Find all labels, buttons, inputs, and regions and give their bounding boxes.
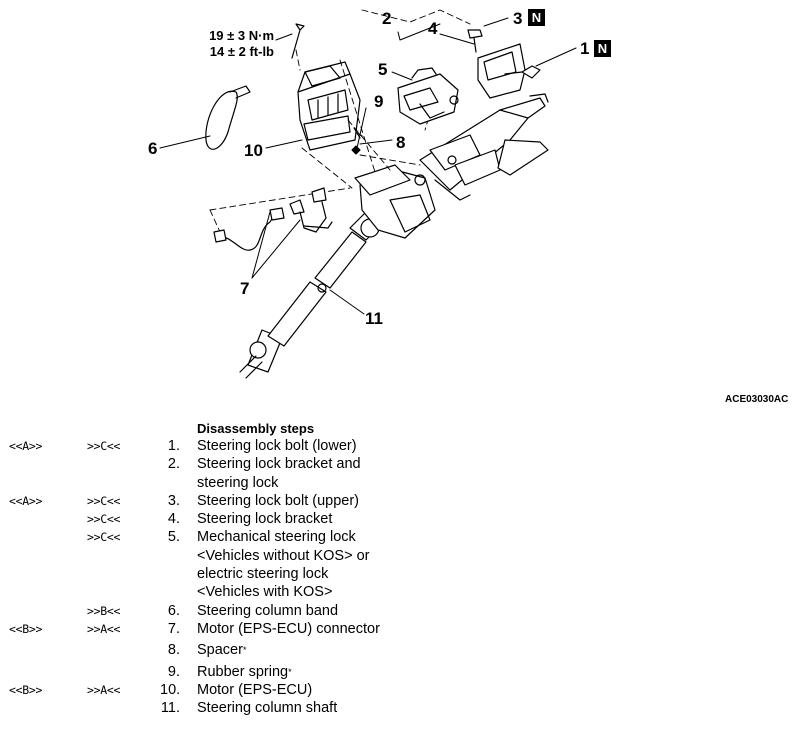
step-row: 2. Steering lock bracket and steering lo… — [0, 455, 801, 492]
callout-6: 6 — [148, 139, 158, 158]
step-number: 9. — [167, 663, 180, 680]
step-number: 4. — [167, 511, 180, 528]
step-name: Steering lock bracket — [197, 511, 333, 528]
step-number: 2. — [167, 456, 180, 473]
step-name: Steering column band — [197, 602, 339, 619]
step-removal-note: <<A>> — [9, 439, 43, 453]
n-badge-1: N — [594, 40, 611, 57]
motor-eps-ecu — [291, 23, 361, 151]
callout-9: 9 — [374, 92, 384, 111]
step-row: <<B>> >>A<< 7. Motor (EPS-ECU) connector — [0, 620, 801, 638]
step-name-text: Rubber spring — [197, 663, 289, 680]
step-number: 10. — [160, 681, 181, 698]
callout-8: 8 — [396, 133, 406, 152]
step-name: Mechanical steering lock <Vehicles witho… — [197, 529, 370, 601]
step-removal-note: <<B>> — [9, 621, 43, 636]
step-name: Motor (EPS-ECU) connector — [197, 620, 380, 637]
step-name: Motor (EPS-ECU) — [197, 681, 313, 698]
step-removal-note: <<B>> — [9, 682, 43, 697]
step-name: Rubber spring* — [197, 663, 427, 681]
step-number: 11. — [160, 700, 180, 717]
step-number: 1. — [167, 438, 180, 454]
torque-imperial: 14 ± 2 ft-lb — [209, 44, 274, 59]
step-row: <<A>> >>C<< 1. Steering lock bolt (lower… — [0, 437, 801, 455]
step-number: 8. — [167, 642, 180, 659]
step-row: <<B>> >>A<< 10. Motor (EPS-ECU) — [0, 681, 801, 699]
step-row: 9. Rubber spring* — [0, 663, 801, 681]
step-name: Steering column shaft — [197, 700, 338, 717]
n-badge-3: N — [528, 9, 545, 26]
steering-lock-bolts — [467, 29, 541, 79]
step-install-note: >>A<< — [87, 621, 121, 636]
step-row: 11. Steering column shaft — [0, 699, 801, 717]
step-name: Steering lock bracket and steering lock — [197, 456, 361, 491]
step-removal-note: <<A>> — [9, 493, 43, 508]
callout-1: 1 — [580, 39, 590, 58]
torque-metric: 19 ± 3 N·m — [209, 28, 274, 43]
step-number: 5. — [167, 529, 180, 546]
step-row: <<A>> >>C<< 3. Steering lock bolt (upper… — [0, 492, 801, 510]
step-row: >>B<< 6. Steering column band — [0, 602, 801, 620]
steps-title: Disassembly steps — [197, 421, 315, 436]
step-row: >>C<< 5. Mechanical steering lock <Vehic… — [0, 528, 801, 601]
step-install-note: >>C<< — [87, 530, 121, 545]
callout-10: 10 — [244, 141, 263, 160]
spacer-and-rubber-spring — [351, 127, 363, 155]
step-install-note: >>C<< — [87, 512, 121, 527]
callout-4: 4 — [428, 19, 438, 38]
step-install-note: >>C<< — [87, 439, 121, 453]
steps-list: <<A>> >>C<< 1. Steering lock bolt (lower… — [0, 437, 801, 717]
step-install-note: >>C<< — [87, 493, 121, 508]
step-install-note: >>B<< — [87, 603, 121, 618]
callout-7: 7 — [240, 279, 250, 298]
step-install-note: >>A<< — [87, 682, 121, 697]
steering-column-band — [205, 85, 251, 150]
callout-leader-lines — [159, 17, 577, 315]
step-number: 3. — [167, 492, 180, 509]
steering-lock-assembly — [397, 43, 526, 125]
exploded-view-diagram — [159, 9, 577, 379]
step-name: Steering lock bolt (upper) — [197, 492, 359, 509]
step-name: Steering lock bolt (lower) — [197, 438, 357, 454]
callout-3: 3 — [513, 9, 523, 28]
step-number: 7. — [167, 620, 180, 637]
step-name-text: Spacer — [197, 642, 243, 659]
steering-column-body — [354, 93, 549, 239]
callout-11: 11 — [365, 309, 383, 328]
step-row: >>C<< 4. Steering lock bracket — [0, 510, 801, 528]
step-name: Spacer* — [197, 641, 427, 659]
footnote-star: * — [288, 666, 292, 677]
figure-code: ACE03030AC — [725, 394, 789, 405]
footnote-star: * — [242, 645, 247, 656]
step-row: 8. Spacer* — [0, 641, 801, 659]
callout-5: 5 — [378, 60, 388, 79]
motor-connector-harness — [213, 187, 333, 251]
step-number: 6. — [167, 602, 180, 619]
callout-2: 2 — [382, 9, 392, 28]
